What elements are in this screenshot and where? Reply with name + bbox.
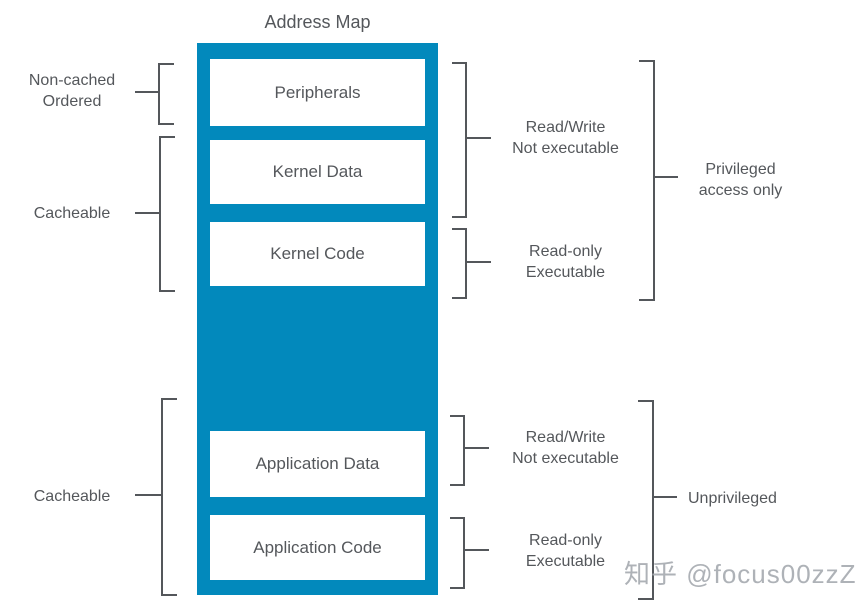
bracket-kernel-code-perms [452,228,467,299]
memory-block-label: Peripherals [274,82,361,102]
memory-block-peripherals: Peripherals [210,59,425,126]
label-kernel-data-perms: Read/Write Not executable [493,117,638,159]
connector-kernel-data-perms [467,137,491,139]
label-line: access only [698,182,783,199]
bracket-app-data-perms [450,415,465,486]
memory-block-application-data: Application Data [210,431,425,497]
connector-unprivileged [654,496,677,498]
label-line: Non-cached [28,72,116,89]
label-line: Ordered [42,93,102,110]
memory-block-application-code: Application Code [210,515,425,580]
bracket-non-cached [158,63,174,125]
page-title: Address Map [264,12,371,32]
memory-block-label: Application Data [255,454,380,473]
label-app-code-perms: Read-only Executable [493,530,638,572]
connector-privileged [655,176,678,178]
connector-cacheable-bottom [135,494,161,496]
bracket-privileged [639,60,655,301]
label-unprivileged: Unprivileged [688,488,828,509]
label-line: Unprivileged [688,490,777,507]
memory-block-kernel-code: Kernel Code [210,222,425,286]
label-cacheable-bottom: Cacheable [8,486,136,507]
connector-kernel-code-perms [467,261,491,263]
label-line: Read-only [529,532,602,549]
label-privileged: Privileged access only [678,159,803,201]
connector-cacheable-top [135,212,159,214]
memory-block-label: Application Code [253,537,382,557]
memory-block-kernel-data: Kernel Data [210,140,425,204]
label-app-data-perms: Read/Write Not executable [493,427,638,469]
label-line: Privileged [705,161,776,178]
bracket-kernel-data-perms [452,62,467,218]
label-line: Executable [525,264,606,281]
label-line: Cacheable [33,205,111,222]
connector-app-data-perms [465,447,489,449]
label-cacheable-top: Cacheable [8,203,136,224]
memory-block-label: Kernel Code [270,244,365,263]
label-line: Cacheable [33,488,111,505]
label-line: Not executable [512,140,619,157]
label-line: Not executable [512,450,619,467]
bracket-cacheable-top [159,136,175,292]
label-non-cached-ordered: Non-cached Ordered [8,70,136,112]
label-kernel-code-perms: Read-only Executable [493,241,638,283]
label-line: Read/Write [525,119,606,136]
connector-app-code-perms [465,549,489,551]
bracket-app-code-perms [450,517,465,589]
bracket-cacheable-bottom [161,398,177,596]
label-line: Read-only [529,243,602,260]
bracket-unprivileged [638,400,654,600]
label-line: Read/Write [525,429,606,446]
connector-non-cached [135,91,158,93]
memory-block-label: Kernel Data [272,162,363,181]
watermark: 知乎 @focus00zzZ [624,559,857,589]
memory-column [197,43,438,595]
label-line: Executable [525,553,606,570]
